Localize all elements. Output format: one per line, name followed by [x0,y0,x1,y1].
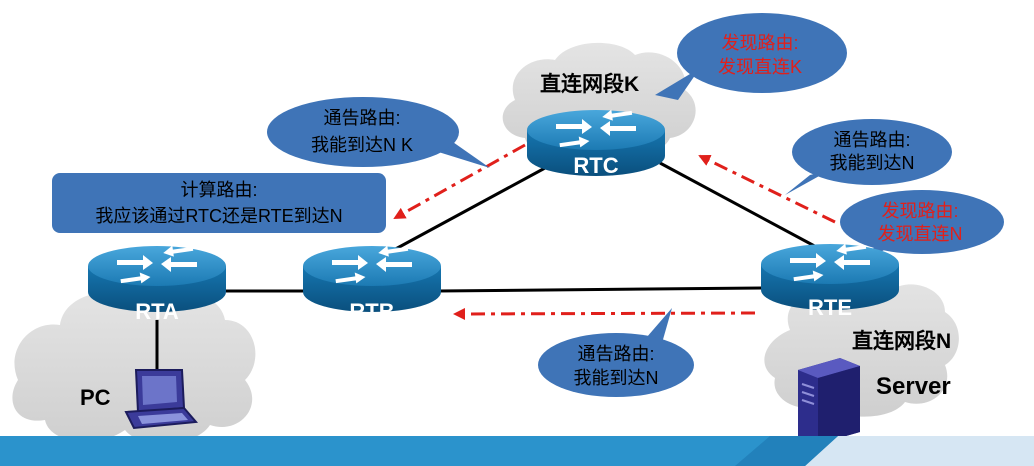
segment-n-label: 直连网段N [852,329,951,353]
pc-icon [124,369,199,430]
link-rtc-rte [659,161,823,252]
arrow-rte-to-rtb [453,307,756,320]
bubble-rtc-discover: 发现路由: 发现直连K [677,13,847,93]
bubble-text-line: 发现直连K [718,57,802,77]
router-rta[interactable]: RTA [88,242,226,324]
bubble-rte-discover: 发现路由: 发现直连N [840,190,1004,254]
router-rtb[interactable]: RTB [303,242,441,324]
bubble-rtc-advertise: 通告路由: 我能到达N K [267,97,459,167]
advertise-arrows [393,143,836,320]
bubble-text-line: 我能到达N [574,368,659,388]
bubble-text-line: 我能到达N [830,153,915,173]
links [155,161,823,372]
bubble-rte-advertise-up: 通告路由: 我能到达N [792,119,952,185]
arrow-rte-to-rtc [698,154,836,224]
router-label-rte: RTE [808,295,852,320]
router-rtc[interactable]: RTC [527,106,665,178]
router-rte[interactable]: RTE [761,240,899,320]
compute-box-line: 计算路由: [180,180,257,200]
router-label-rta: RTA [135,299,179,324]
bubble-text-line: 通告路由: [833,130,910,150]
footer-band [0,436,1034,466]
bubble-text-line: 通告路由: [323,108,400,128]
server-label: Server [876,373,951,400]
cloud-icon [12,289,256,444]
bubble-text-line: 发现直连N [878,224,963,244]
router-label-rtc: RTC [573,153,618,178]
bubble-text-line: 我能到达N K [311,135,413,155]
bubble-text-line: 发现路由: [881,201,958,221]
bubble-text-line: 通告路由: [577,344,654,364]
server-icon [798,358,860,444]
pc-label: PC [80,385,111,410]
link-rtb-rte [437,286,763,293]
router-label-rtb: RTB [349,299,394,324]
arrow-rtc-to-rtb [393,143,526,220]
bubble-text-line: 发现路由: [721,33,798,53]
bubble-rte-advertise-down: 通告路由: 我能到达N [538,333,694,397]
segment-k-label: 直连网段K [540,72,639,96]
link-rtb-rtc [389,166,546,254]
compute-box-line: 我应该通过RTC还是RTE到达N [95,206,342,226]
compute-route-box: 计算路由: 我应该通过RTC还是RTE到达N [52,173,386,233]
